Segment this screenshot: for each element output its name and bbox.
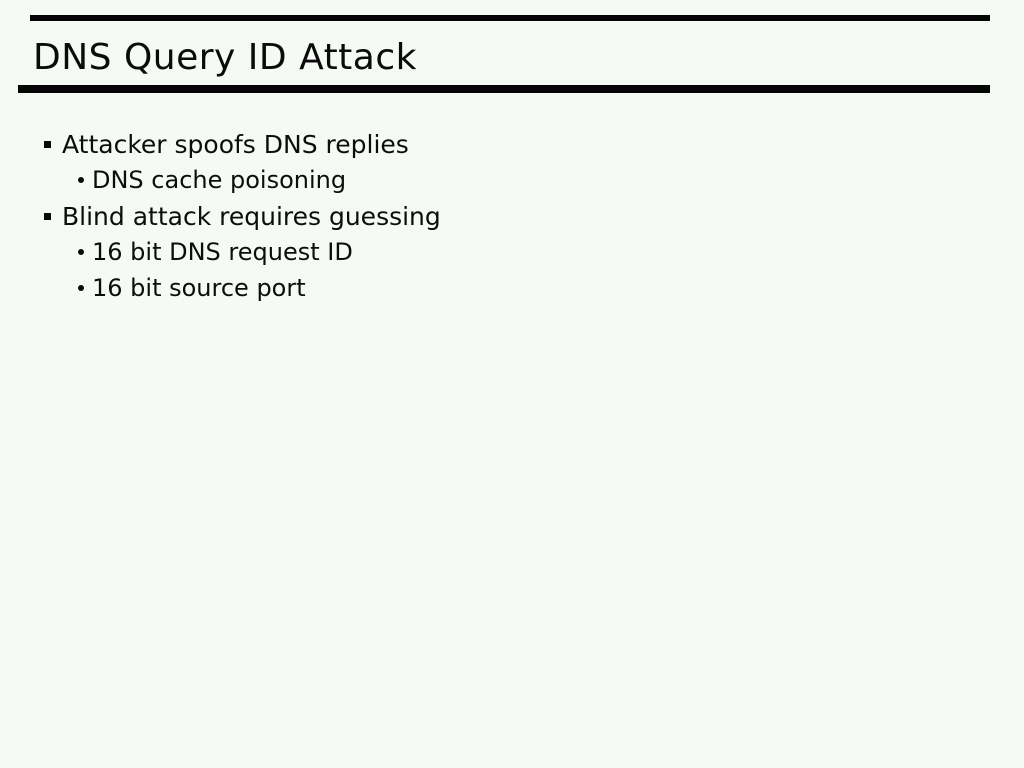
dot-bullet-icon [78,285,84,291]
title-underline-rule [18,85,990,93]
bullet-text: Blind attack requires guessing [62,201,441,231]
square-bullet-icon [44,212,51,220]
bullet-text: DNS cache poisoning [92,166,347,194]
square-bullet-icon [44,140,51,148]
dot-bullet-icon [78,177,84,183]
bullet-text: Attacker spoofs DNS replies [62,129,409,159]
bullet-item: DNS cache poisoning [0,162,1000,198]
bullet-item: 16 bit DNS request ID [0,234,1000,270]
bullet-item: 16 bit source port [0,270,1000,306]
slide-title: DNS Query ID Attack [33,37,418,78]
bullet-item: Blind attack requires guessing [0,198,1000,234]
top-rule [30,15,990,21]
bullet-text: 16 bit DNS request ID [92,238,353,266]
bullet-text: 16 bit source port [92,274,306,302]
dot-bullet-icon [78,249,84,255]
bullet-item: Attacker spoofs DNS replies [0,126,1000,162]
